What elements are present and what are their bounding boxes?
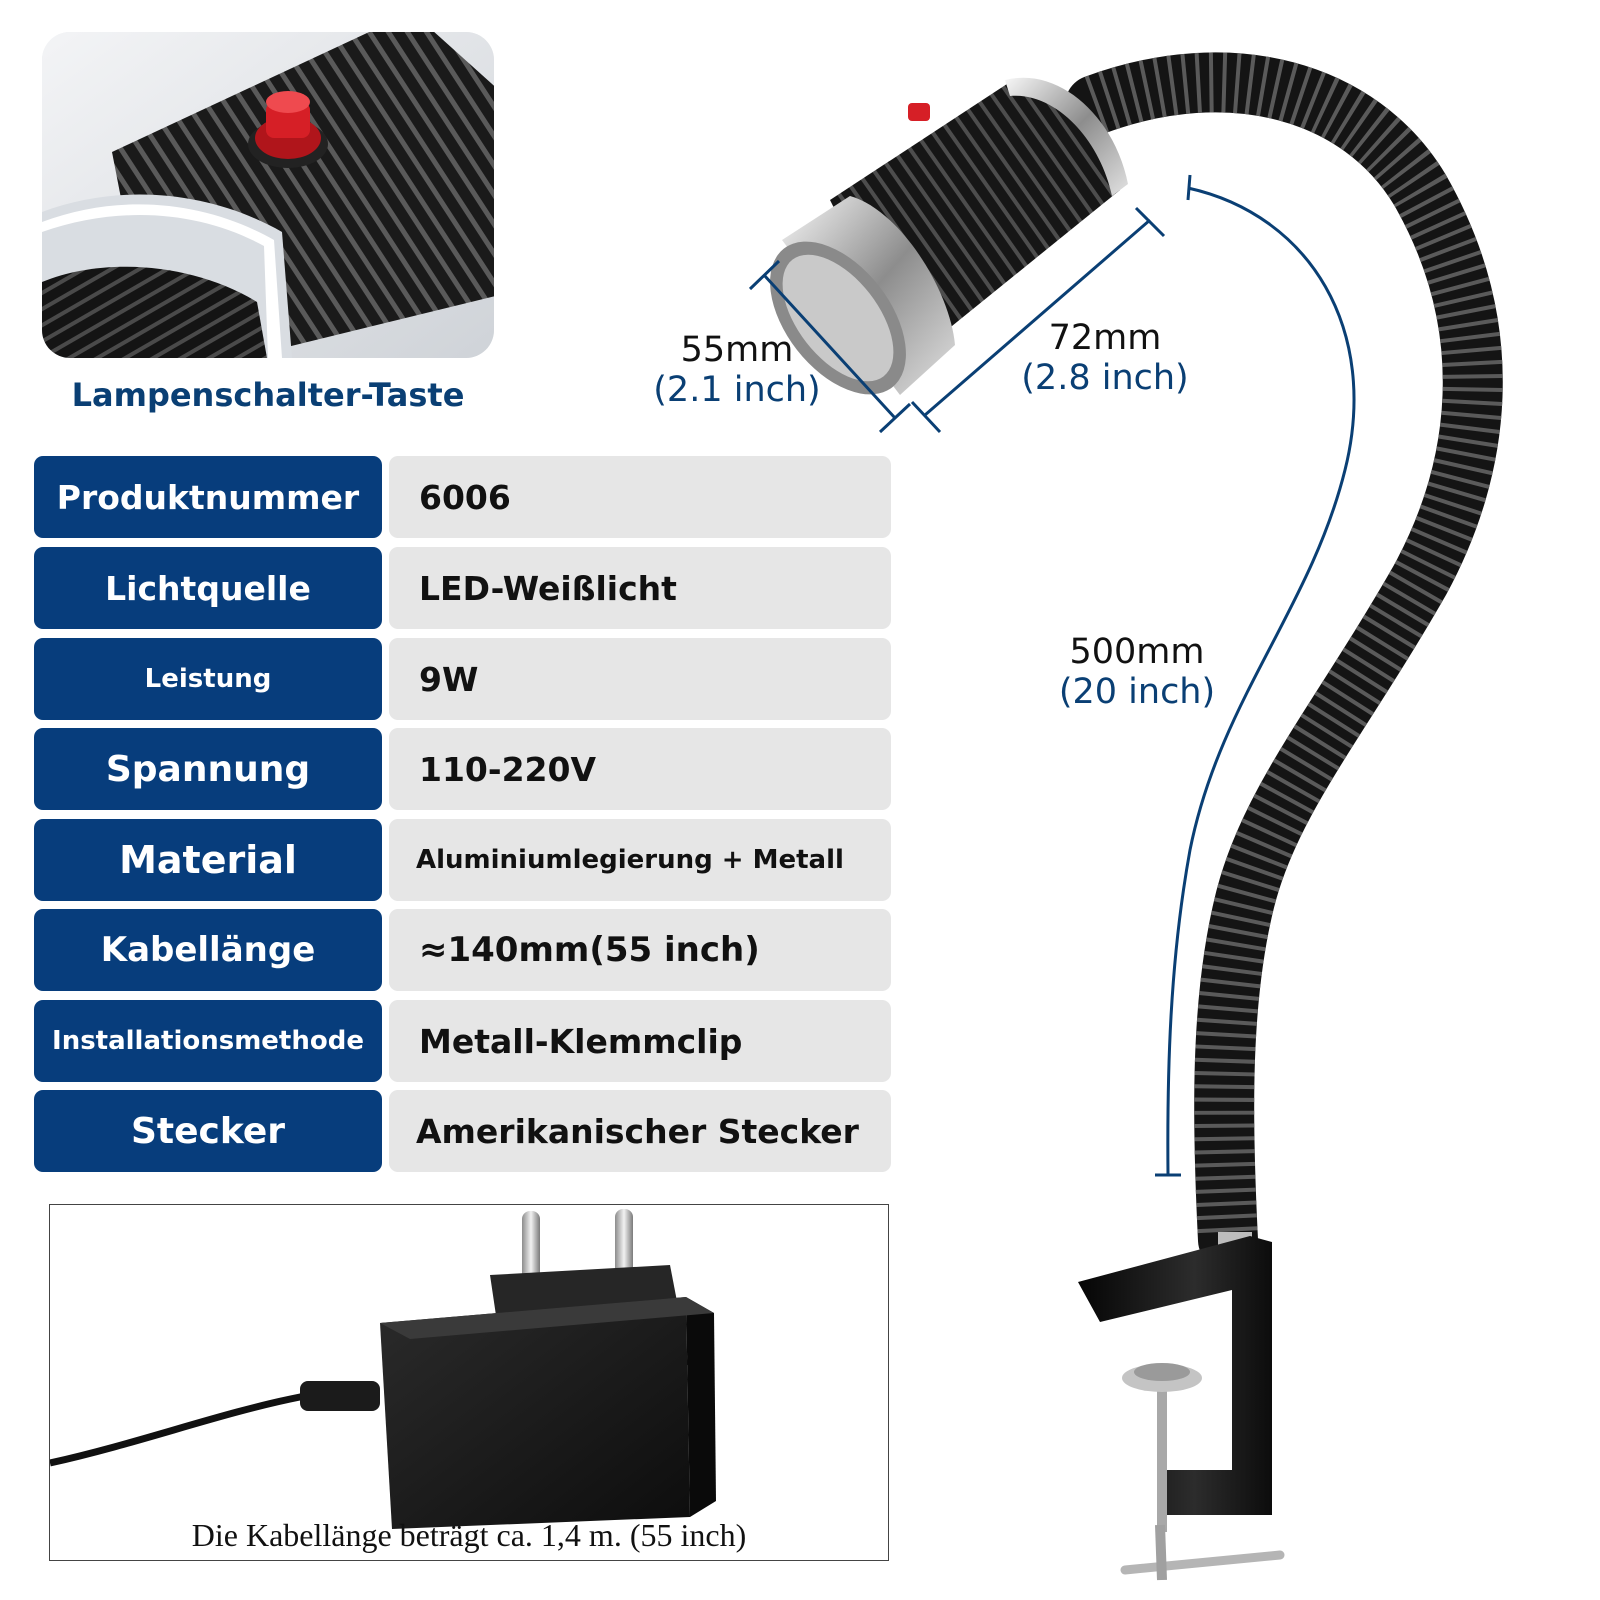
- switch-caption: Lampenschalter-Taste: [71, 376, 465, 414]
- spec-label-installation-method: Installationsmethode: [34, 1000, 382, 1082]
- spec-value-product-number: 6006: [389, 456, 891, 538]
- spec-value-power: 9W: [389, 638, 891, 720]
- power-adapter-illustration: [50, 1209, 716, 1529]
- plug-caption: Die Kabellänge beträgt ca. 1,4 m. (55 in…: [191, 1517, 747, 1553]
- spec-label-cable-length: Kabellänge: [34, 909, 382, 991]
- dimension-arm-length-mm: 500mm: [1069, 632, 1205, 672]
- dimension-head-length-mm: 72mm: [1048, 318, 1162, 358]
- dimension-diameter-inch: (2.1 inch): [653, 370, 821, 411]
- spec-value-plug: Amerikanischer Stecker: [389, 1090, 891, 1172]
- spec-label-material: Material: [34, 819, 382, 901]
- dimension-head-length-inch: (2.8 inch): [1021, 358, 1189, 399]
- switch-closeup-image: [42, 32, 494, 358]
- spec-value-light-source: LED-Weißlicht: [389, 547, 891, 629]
- spec-value-installation-method: Metall-Klemmclip: [389, 1000, 891, 1082]
- dimension-diameter: 55mm (2.1 inch): [648, 330, 826, 411]
- spec-value-material: Aluminiumlegierung + Metall: [389, 819, 891, 901]
- spec-value-voltage: 110-220V: [389, 728, 891, 810]
- dimension-arm-length: 500mm (20 inch): [1042, 632, 1232, 713]
- spec-label-product-number: Produktnummer: [34, 456, 382, 538]
- power-adapter-image: Die Kabellänge beträgt ca. 1,4 m. (55 in…: [49, 1204, 889, 1561]
- switch-closeup-illustration: [42, 32, 494, 358]
- dimension-head-length: 72mm (2.8 inch): [1010, 318, 1200, 399]
- spec-value-cable-length: ≈140mm(55 inch): [389, 909, 891, 991]
- dimension-lines: [748, 174, 1356, 1177]
- dimension-diameter-mm: 55mm: [680, 330, 794, 370]
- spec-label-voltage: Spannung: [34, 728, 382, 810]
- spec-label-plug: Stecker: [34, 1090, 382, 1172]
- spec-label-light-source: Lichtquelle: [34, 547, 382, 629]
- dimension-arm-length-inch: (20 inch): [1058, 672, 1216, 713]
- spec-label-power: Leistung: [34, 638, 382, 720]
